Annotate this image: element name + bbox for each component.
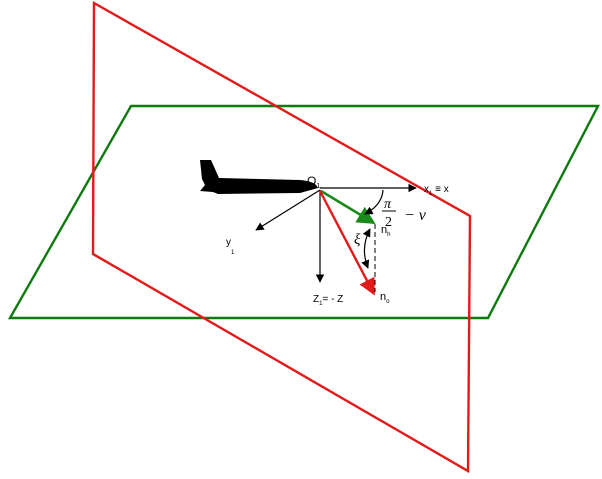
n-h-vector [320, 189, 376, 225]
aircraft-silhouette-icon [200, 160, 318, 194]
n-h-label: nh [381, 224, 390, 238]
z-axis-label: Z1= - Z [313, 294, 343, 307]
vertical-plane [91, 0, 472, 474]
horizontal-plane [7, 104, 600, 320]
n-o-vector [318, 190, 376, 296]
origin-label: O1 [307, 174, 320, 190]
x-axis-label: x1 ≡ x [424, 184, 449, 197]
angle-arc-pi-half-minus-nu [364, 189, 384, 215]
n-o-label: no [380, 291, 390, 305]
angle-pi-label: π [384, 197, 392, 212]
y-axis-arrow [255, 189, 321, 231]
angle-minus-nu-label: − ν [404, 207, 427, 224]
angle-two-label: 2 [385, 215, 392, 230]
y-axis-label: y1 [226, 237, 235, 256]
angle-xi-label: ξ [354, 232, 361, 248]
angle-arc-xi [361, 228, 371, 269]
